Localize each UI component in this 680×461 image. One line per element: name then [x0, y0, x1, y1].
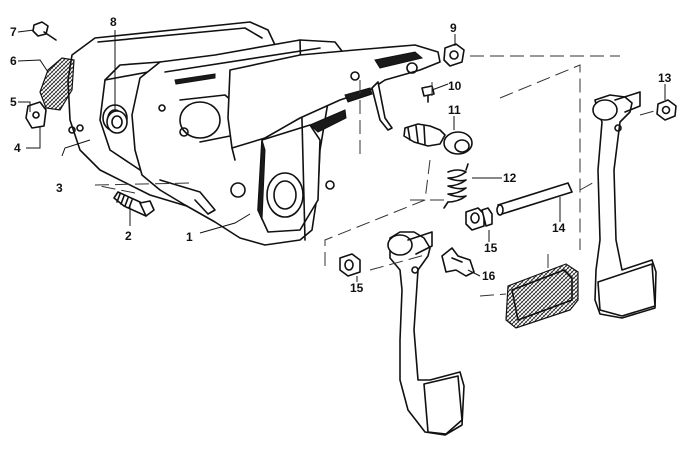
callout-3: 3 — [56, 181, 63, 195]
pivot-pin-part — [496, 182, 573, 216]
callout-13: 13 — [658, 71, 672, 85]
retaining-clip-part — [441, 247, 475, 277]
clutch-pedal-part — [387, 231, 465, 436]
top-bracket-plate — [227, 44, 441, 161]
brake-pedal-part — [592, 91, 657, 319]
callout-16: 16 — [482, 269, 496, 283]
switch-plunger-part — [403, 123, 473, 155]
return-spring-part — [443, 163, 469, 209]
callout-5: 5 — [10, 95, 17, 109]
bushing-left-part — [339, 253, 361, 277]
callout-11: 11 — [448, 103, 461, 117]
callout-6: 6 — [10, 54, 17, 68]
clip-nut-part — [25, 101, 47, 129]
bushing-right-part — [465, 207, 493, 231]
callout-9: 9 — [450, 21, 457, 35]
rubber-bumper-part — [106, 110, 128, 134]
callout-15-left: 15 — [350, 281, 364, 295]
small-screw-part — [421, 85, 435, 103]
callout-15-right: 15 — [484, 241, 498, 255]
leader-lines — [17, 29, 666, 282]
nut-part — [656, 99, 677, 121]
part-4-leader-target — [68, 126, 76, 134]
pedal-pad-part — [505, 263, 579, 329]
alignment-lines — [94, 55, 659, 297]
callout-7: 7 — [10, 25, 17, 39]
bolt-part — [32, 21, 57, 41]
callout-8: 8 — [110, 15, 117, 29]
callout-labels: 1 2 3 4 5 6 7 8 9 10 11 12 13 14 15 15 1… — [10, 15, 672, 295]
callout-2: 2 — [125, 229, 132, 243]
threaded-stud-part — [113, 191, 155, 217]
bushing-nut-part — [443, 43, 465, 67]
callout-12: 12 — [503, 171, 517, 185]
callout-1: 1 — [186, 230, 193, 244]
callout-14: 14 — [552, 221, 566, 235]
gasket-part — [39, 57, 75, 111]
callout-10: 10 — [448, 79, 462, 93]
callout-4: 4 — [14, 141, 21, 155]
